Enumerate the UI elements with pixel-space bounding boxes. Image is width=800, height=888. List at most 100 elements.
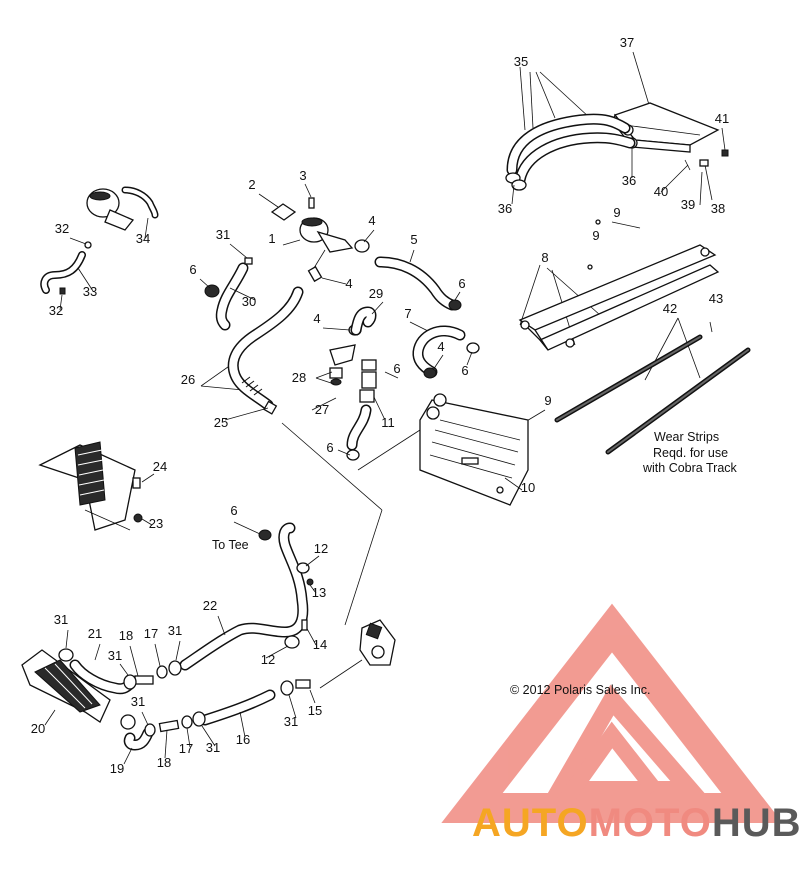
callout-31: 31 — [131, 694, 145, 709]
callout-13: 13 — [312, 585, 326, 600]
callout-39: 39 — [681, 197, 695, 212]
callout-6: 6 — [458, 276, 465, 291]
fittings-lower — [120, 660, 311, 737]
wear-strips-note-line3: with Cobra Track — [642, 461, 738, 475]
callout-15: 15 — [308, 703, 322, 718]
callout-16: 16 — [236, 732, 250, 747]
callout-26: 26 — [181, 372, 195, 387]
watermark-part-auto: AUTO — [472, 801, 589, 845]
hose-30 — [215, 257, 253, 331]
wear-strips — [554, 321, 751, 455]
callout-14: 14 — [313, 637, 327, 652]
callout-33: 33 — [83, 284, 97, 299]
callout-30: 30 — [242, 294, 256, 309]
callout-4: 4 — [345, 276, 352, 291]
callout-4: 4 — [368, 213, 375, 228]
callout-29: 29 — [369, 286, 383, 301]
callout-31: 31 — [168, 623, 182, 638]
callout-31: 31 — [216, 227, 230, 242]
hoses-35 — [505, 113, 636, 191]
watermark-text: AUTOMOTOHUB — [472, 801, 800, 845]
callout-32: 32 — [55, 221, 69, 236]
callout-25: 25 — [214, 415, 228, 430]
coolant-bottle — [282, 217, 354, 269]
hose-26 — [227, 286, 304, 415]
fitting-4-small — [307, 265, 347, 285]
callout-18: 18 — [119, 628, 133, 643]
watermark-part-moto: MOTO — [589, 801, 712, 845]
callout-31: 31 — [54, 612, 68, 627]
hose-7 — [412, 325, 466, 378]
callout-43: 43 — [709, 291, 723, 306]
callout-31: 31 — [284, 714, 298, 729]
callout-10: 10 — [521, 480, 535, 495]
watermark-part-hub: HUB — [712, 801, 800, 845]
wear-strips-note-line2: Reqd. for use — [653, 446, 728, 460]
callout-38: 38 — [711, 201, 725, 216]
hose-5 — [374, 256, 458, 311]
callout-6: 6 — [326, 440, 333, 455]
hose-22 — [179, 522, 309, 671]
callout-36: 36 — [622, 173, 636, 188]
callout-4: 4 — [437, 339, 444, 354]
callout-6: 6 — [189, 262, 196, 277]
callout-6: 6 — [230, 503, 237, 518]
leader-lines — [200, 51, 726, 626]
callout-2: 2 — [248, 177, 255, 192]
callout-12: 12 — [314, 541, 328, 556]
short-leaders — [44, 148, 633, 765]
bolts-38-41 — [684, 149, 729, 201]
callout-21: 21 — [88, 626, 102, 641]
radiator-upper — [38, 441, 143, 531]
callout-28: 28 — [292, 370, 306, 385]
copyright-text: © 2012 Polaris Sales Inc. — [510, 683, 651, 697]
thermostat-assembly — [315, 306, 377, 403]
water-pump — [309, 619, 396, 704]
callout-18: 18 — [157, 755, 171, 770]
clamp-12-13-14 — [265, 555, 320, 659]
overflow-bottle — [86, 186, 159, 239]
hose-33 — [40, 237, 94, 311]
callout-17: 17 — [179, 741, 193, 756]
callout-4: 4 — [313, 311, 320, 326]
callout-20: 20 — [31, 721, 45, 736]
cap-2 — [258, 193, 297, 221]
wear-strips-note-line1: Wear Strips — [654, 430, 719, 444]
callout-1: 1 — [268, 231, 275, 246]
callout-12: 12 — [261, 652, 275, 667]
callout-37: 37 — [620, 35, 634, 50]
callout-19: 19 — [110, 761, 124, 776]
callout-5: 5 — [410, 232, 417, 247]
callout-6: 6 — [461, 363, 468, 378]
callout-40: 40 — [654, 184, 668, 199]
to-tee-label: To Tee — [212, 538, 249, 552]
callout-22: 22 — [203, 598, 217, 613]
callout-27: 27 — [315, 402, 329, 417]
callout-8: 8 — [541, 250, 548, 265]
hose-11 — [346, 404, 372, 451]
callout-23: 23 — [149, 516, 163, 531]
callout-9: 9 — [544, 393, 551, 408]
tunnel-rails — [518, 219, 720, 351]
callout-3: 3 — [299, 168, 306, 183]
callout-24: 24 — [153, 459, 167, 474]
heat-exchanger-front — [419, 393, 529, 506]
callout-7: 7 — [404, 306, 411, 321]
hose-19 — [123, 727, 154, 751]
callout-34: 34 — [136, 231, 150, 246]
callout-31: 31 — [108, 648, 122, 663]
radiator-lower — [21, 648, 111, 723]
callout-6: 6 — [393, 361, 400, 376]
callout-41: 41 — [715, 111, 729, 126]
callout-42: 42 — [663, 301, 677, 316]
hose-16 — [199, 689, 276, 726]
callout-9: 9 — [592, 228, 599, 243]
callout-17: 17 — [144, 626, 158, 641]
callout-36: 36 — [498, 201, 512, 216]
callout-35: 35 — [514, 54, 528, 69]
callout-32: 32 — [49, 303, 63, 318]
screw-3 — [304, 183, 315, 209]
